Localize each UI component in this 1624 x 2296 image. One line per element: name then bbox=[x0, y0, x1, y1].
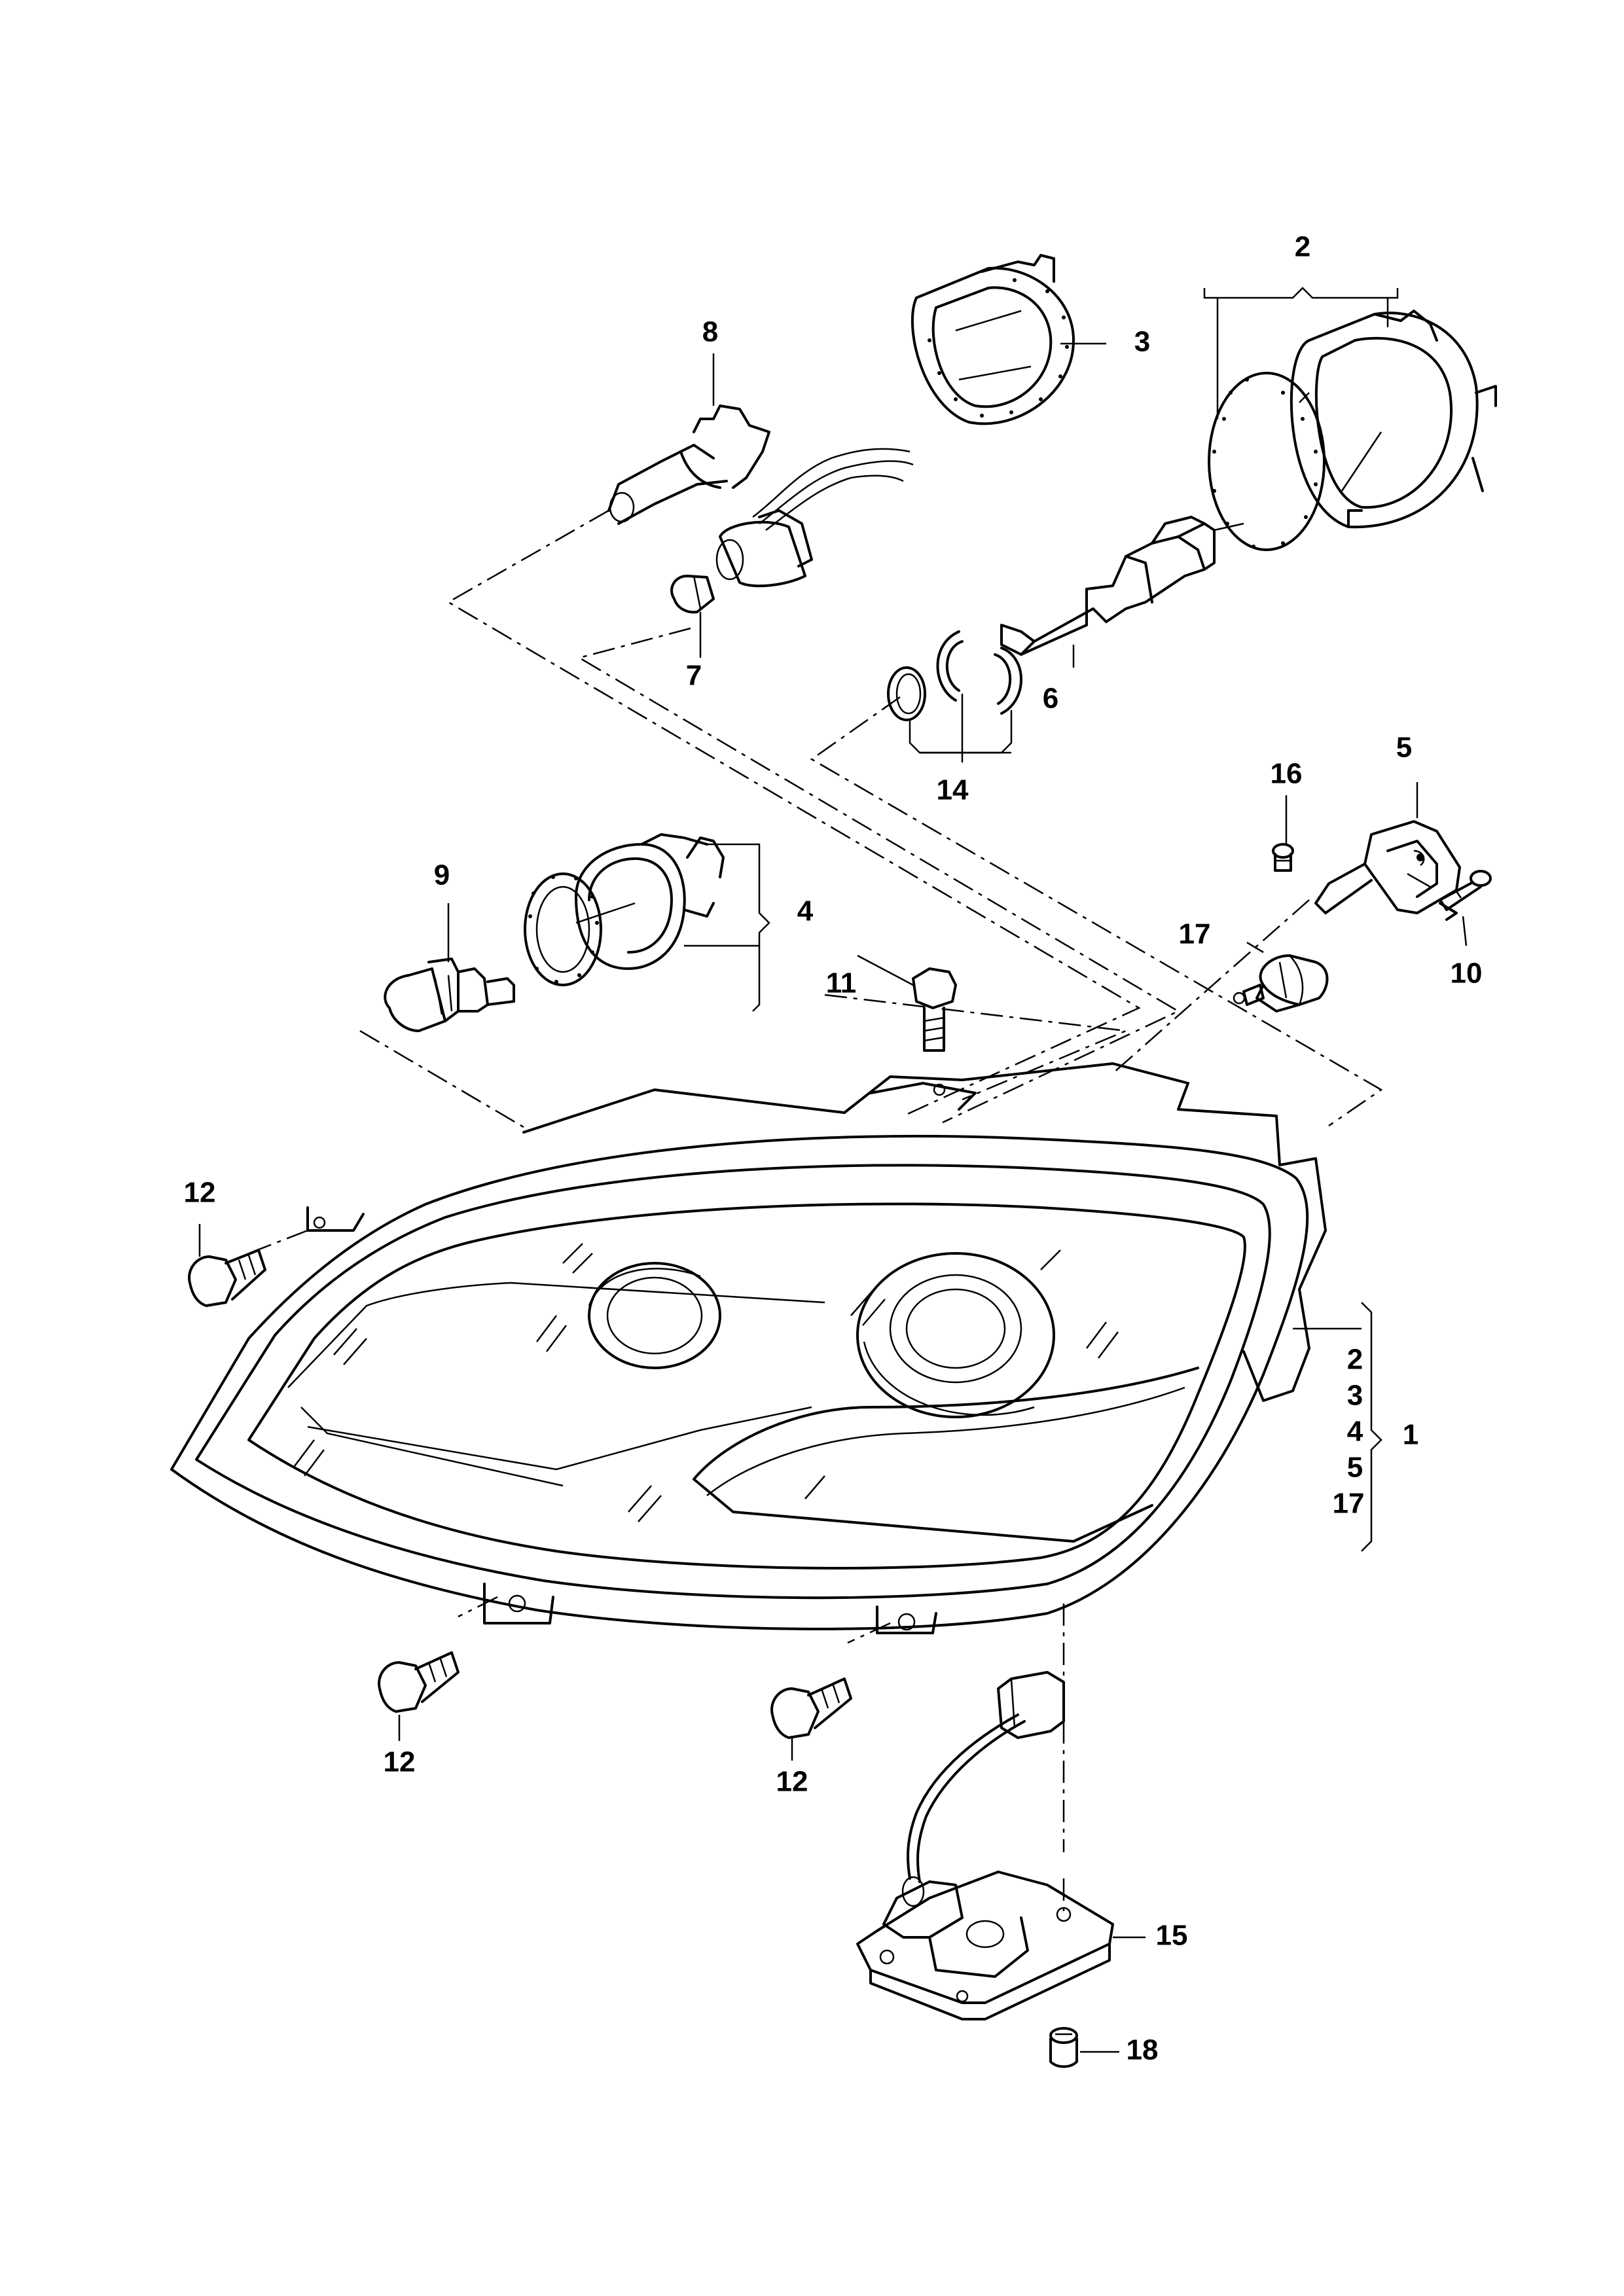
callout-2: 2 bbox=[1295, 231, 1310, 263]
callout-6: 6 bbox=[1043, 683, 1058, 715]
headlamp-housing bbox=[170, 1062, 1327, 1634]
part-7-wedge-bulb bbox=[670, 575, 715, 614]
callout-17: 17 bbox=[1179, 918, 1211, 950]
leader-lines bbox=[198, 342, 1468, 2053]
part-17-leveling-motor bbox=[1233, 954, 1329, 1013]
part-2-cap-and-gasket bbox=[1208, 310, 1497, 551]
part-5-adjuster-bracket bbox=[1314, 820, 1461, 921]
part-4-signal-housing bbox=[524, 833, 725, 986]
part-16-screw bbox=[1272, 843, 1294, 872]
assembly-item-2: 2 bbox=[1347, 1344, 1363, 1376]
callout-16: 16 bbox=[1271, 758, 1303, 790]
assembly-item-17: 17 bbox=[1333, 1488, 1365, 1520]
callout-10: 10 bbox=[1451, 958, 1483, 990]
assembly-item-4: 4 bbox=[1347, 1416, 1363, 1448]
callout-8: 8 bbox=[702, 316, 718, 348]
part-11-bolt bbox=[912, 967, 957, 1052]
part-12-bolt-center bbox=[378, 1651, 460, 1713]
brackets bbox=[684, 287, 1399, 1552]
callout-18: 18 bbox=[1127, 2034, 1159, 2066]
callout-1: 1 bbox=[1403, 1419, 1418, 1451]
part-14-retaining-clips bbox=[887, 630, 1022, 721]
callout-7: 7 bbox=[686, 660, 702, 692]
part-15-ballast-unit bbox=[856, 1671, 1114, 2020]
callout-labels: 2 3 8 7 6 14 5 16 9 4 17 10 11 12 2 3 1 … bbox=[184, 231, 1483, 2066]
callout-12-right: 12 bbox=[776, 1766, 808, 1798]
part-3-adapter-ring bbox=[911, 254, 1075, 425]
part-6-xenon-bulb bbox=[1000, 516, 1216, 656]
part-9-signal-bulb bbox=[384, 958, 515, 1032]
part-10-screw bbox=[1439, 870, 1492, 911]
callout-12-left: 12 bbox=[184, 1177, 216, 1209]
callout-15: 15 bbox=[1156, 1920, 1188, 1952]
assembly-paths bbox=[248, 509, 1383, 1911]
callout-9: 9 bbox=[434, 859, 450, 891]
part-12-bolt-right bbox=[770, 1677, 852, 1739]
assembly-item-5: 5 bbox=[1347, 1452, 1363, 1484]
callout-12-center: 12 bbox=[384, 1746, 416, 1778]
callout-3: 3 bbox=[1134, 326, 1150, 358]
part-12-bolt-left bbox=[188, 1249, 266, 1307]
part-8-halogen-bulb bbox=[607, 404, 914, 588]
callout-5: 5 bbox=[1396, 732, 1412, 764]
callout-4: 4 bbox=[797, 895, 814, 927]
callout-14: 14 bbox=[937, 774, 969, 806]
assembly-item-3: 3 bbox=[1347, 1380, 1363, 1412]
callout-11: 11 bbox=[826, 967, 857, 999]
part-18-screw bbox=[1049, 2027, 1078, 2068]
